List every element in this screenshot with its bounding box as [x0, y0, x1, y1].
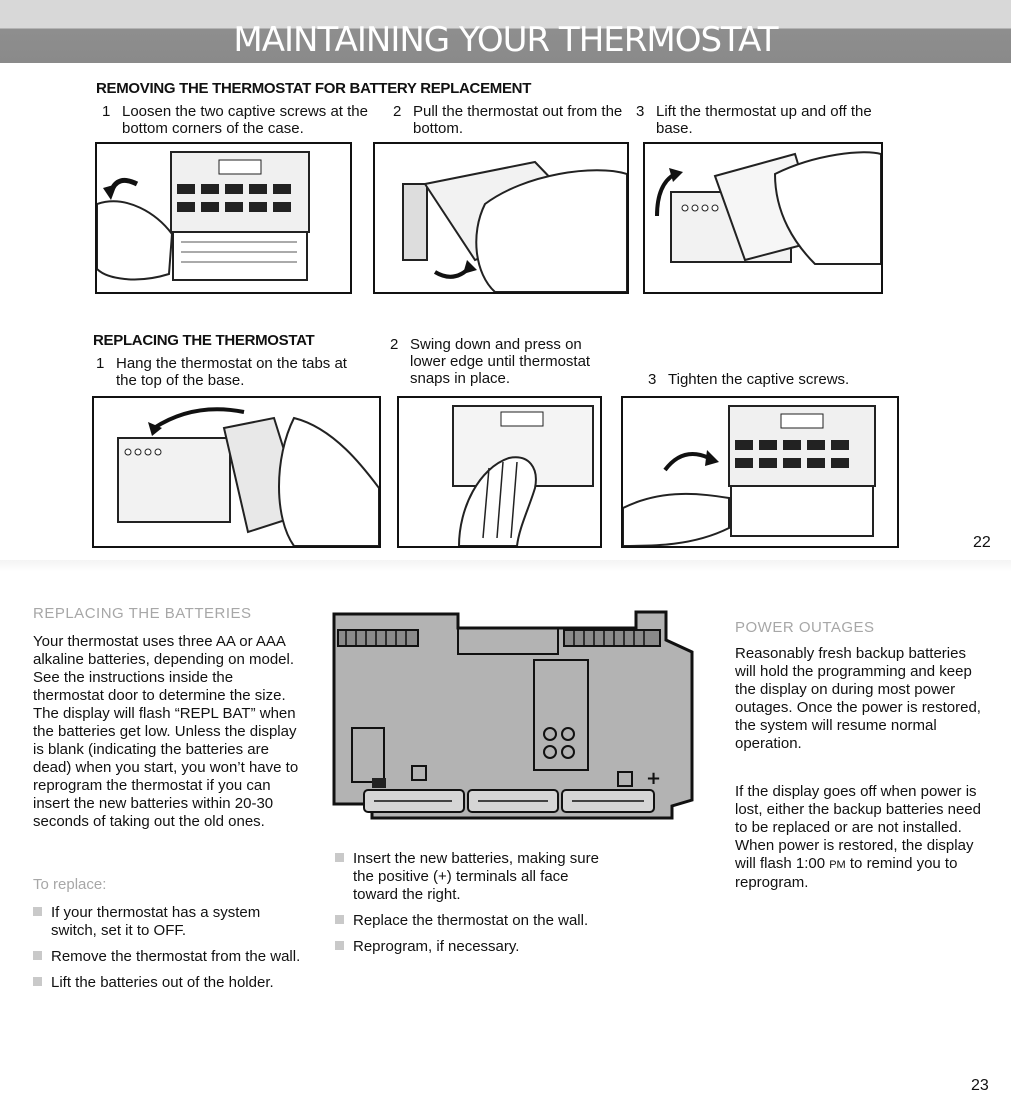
page-title: MAINTAINING YOUR THERMOSTAT — [233, 20, 778, 60]
list-item: Remove the thermostat from the wall. — [33, 948, 303, 966]
list-item: Reprogram, if necessary. — [335, 938, 607, 956]
to-replace-label: To replace: — [33, 876, 107, 893]
illustration-pull-out — [373, 142, 629, 294]
page-number-23: 23 — [971, 1077, 989, 1094]
bullet-square-icon — [33, 951, 42, 960]
illustration-tighten-screws — [621, 396, 899, 548]
illustration-press-edge — [397, 396, 602, 548]
bullet-square-icon — [33, 907, 42, 916]
replace-steps-list-2: Insert the new batteries, making sure th… — [335, 850, 607, 964]
illustration-lift-off — [643, 142, 883, 294]
page-number-22: 22 — [973, 534, 991, 551]
bullet-square-icon — [335, 941, 344, 950]
outages-title: POWER OUTAGES — [735, 619, 875, 636]
outages-para-2: If the display goes off when power is lo… — [735, 783, 981, 891]
bullet-square-icon — [335, 853, 344, 862]
removing-title: REMOVING THE THERMOSTAT FOR BATTERY REPL… — [96, 80, 532, 97]
page-divider — [0, 560, 1011, 572]
list-item: Lift the batteries out of the holder. — [33, 974, 303, 992]
svg-text:+: + — [646, 768, 661, 789]
replacing-title: REPLACING THE THERMOSTAT — [93, 332, 315, 349]
bullet-square-icon — [33, 977, 42, 986]
battery-holder-illustration: + — [328, 608, 695, 828]
batteries-title: REPLACING THE BATTERIES — [33, 605, 252, 622]
outages-para-1: Reasonably fresh backup batteries will h… — [735, 645, 981, 752]
page-header: MAINTAINING YOUR THERMOSTAT — [0, 0, 1011, 63]
bullet-square-icon — [335, 915, 344, 924]
replace-steps-list-1: If your thermostat has a system switch, … — [33, 904, 303, 1000]
list-item: If your thermostat has a system switch, … — [33, 904, 303, 940]
illustration-loosen-screws — [95, 142, 352, 294]
list-item: Insert the new batteries, making sure th… — [335, 850, 607, 904]
illustration-hang-tabs — [92, 396, 381, 548]
list-item: Replace the thermostat on the wall. — [335, 912, 607, 930]
batteries-body: Your thermostat uses three AA or AAA alk… — [33, 633, 299, 830]
